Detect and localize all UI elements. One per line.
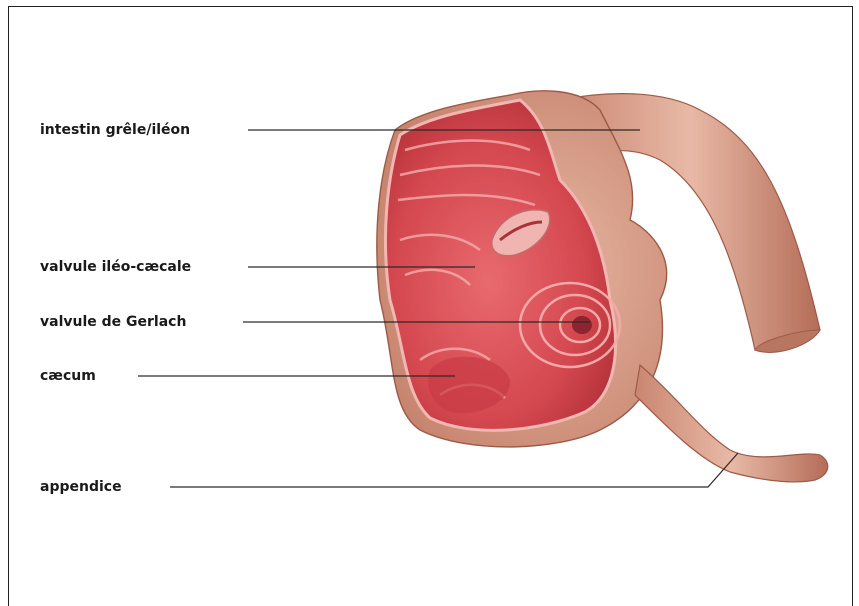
label-ileocecal-valve: valvule iléo-cæcale: [40, 259, 191, 275]
appendix-orifice: [572, 316, 592, 334]
leader-appendix: [170, 453, 738, 487]
label-gerlach-valve: valvule de Gerlach: [40, 314, 186, 330]
label-cecum: cæcum: [40, 368, 96, 384]
cecum-illustration: [0, 0, 859, 590]
label-ileum: intestin grêle/iléon: [40, 122, 190, 138]
label-appendix: appendice: [40, 479, 122, 495]
appendix: [635, 365, 828, 482]
